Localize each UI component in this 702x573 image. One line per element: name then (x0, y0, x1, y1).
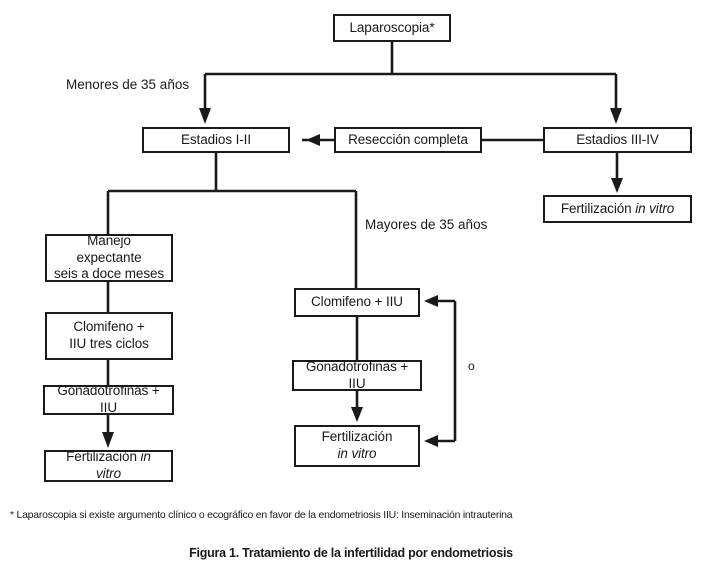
node-gonadotrofinas-centro[interactable]: Gonadotrofinas + IIU (292, 358, 422, 391)
edge-label-mayores-35: Mayores de 35 años (365, 217, 488, 232)
edge-label-menores-35: Menores de 35 años (66, 77, 190, 92)
arrowhead-estadios-i-ii (199, 108, 211, 124)
node-gonadotrofinas-centro-label: Gonadotrofinas + IIU (305, 358, 409, 391)
node-reseccion-completa-label: Resección completa (348, 131, 468, 147)
manejo-line1: Manejo expectante (76, 232, 142, 265)
node-estadios-iii-iv-label: Estadios III-IV (576, 131, 659, 147)
node-clomifeno-iiu[interactable]: Clomifeno + IIU (294, 288, 420, 317)
node-fiv-derecha-label: Fertilización in vitro (555, 201, 680, 218)
node-fertilizacion-in-vitro-derecha[interactable]: Fertilización in vitro (543, 195, 692, 223)
node-gonadotrofinas-izquierda[interactable]: Gonadotrofinas + IIU (43, 383, 174, 415)
arrowhead-fiv-derecha (611, 178, 623, 193)
fiv-centro-line1: Fertilización (321, 429, 393, 445)
arrowheads (102, 108, 623, 448)
node-fiv-izq-label: Fertilización in vitro (46, 449, 171, 483)
node-clomifeno-tres-ciclos-label: Clomifeno +IIU tres ciclos (63, 319, 155, 353)
arrowhead-fiv-izq (102, 432, 114, 448)
node-reseccion-completa[interactable]: Resección completa (334, 127, 482, 153)
clomifeno-tres-line1: Clomifeno + (73, 319, 145, 335)
arrowhead-fiv-centro (351, 407, 363, 422)
arrowhead-fiv-centro-left (424, 435, 438, 447)
arrowhead-clomifeno-iiu-left (424, 295, 438, 307)
manejo-line2: seis a doce meses (53, 266, 165, 282)
node-gonadotrofinas-izq-label: Gonadotrofinas + IIU (57, 383, 160, 415)
fiv-derecha-line1: Fertilización (560, 200, 636, 216)
node-estadios-i-ii[interactable]: Estadios I-II (142, 127, 290, 153)
node-estadios-iii-iv[interactable]: Estadios III-IV (543, 127, 692, 153)
node-laparoscopia-label: Laparoscopia* (349, 19, 435, 35)
fiv-izq-line2: in vitro (95, 449, 151, 481)
arrowhead-estadios-i-ii-left (306, 134, 320, 146)
figure-caption: Figura 1. Tratamiento de la infertilidad… (189, 546, 513, 560)
node-clomifeno-tres-ciclos[interactable]: Clomifeno +IIU tres ciclos (45, 312, 173, 360)
node-fertilizacion-in-vitro-izquierda[interactable]: Fertilización in vitro (44, 449, 173, 483)
fiv-izq-line1: Fertilización (66, 449, 141, 465)
clomifeno-tres-line2: IIU tres ciclos (69, 336, 149, 351)
figure-footnote: * Laparoscopia si existe argumento clíni… (10, 509, 513, 521)
arrowhead-estadios-iii-iv (610, 108, 622, 124)
fiv-derecha-line2: in vitro (635, 200, 675, 216)
node-laparoscopia[interactable]: Laparoscopia* (333, 14, 451, 42)
edge-label-o: o (468, 359, 475, 373)
node-estadios-i-ii-label: Estadios I-II (181, 131, 251, 147)
fiv-centro-line2: in vitro (337, 446, 377, 461)
node-clomifeno-iiu-label: Clomifeno + IIU (311, 294, 403, 310)
